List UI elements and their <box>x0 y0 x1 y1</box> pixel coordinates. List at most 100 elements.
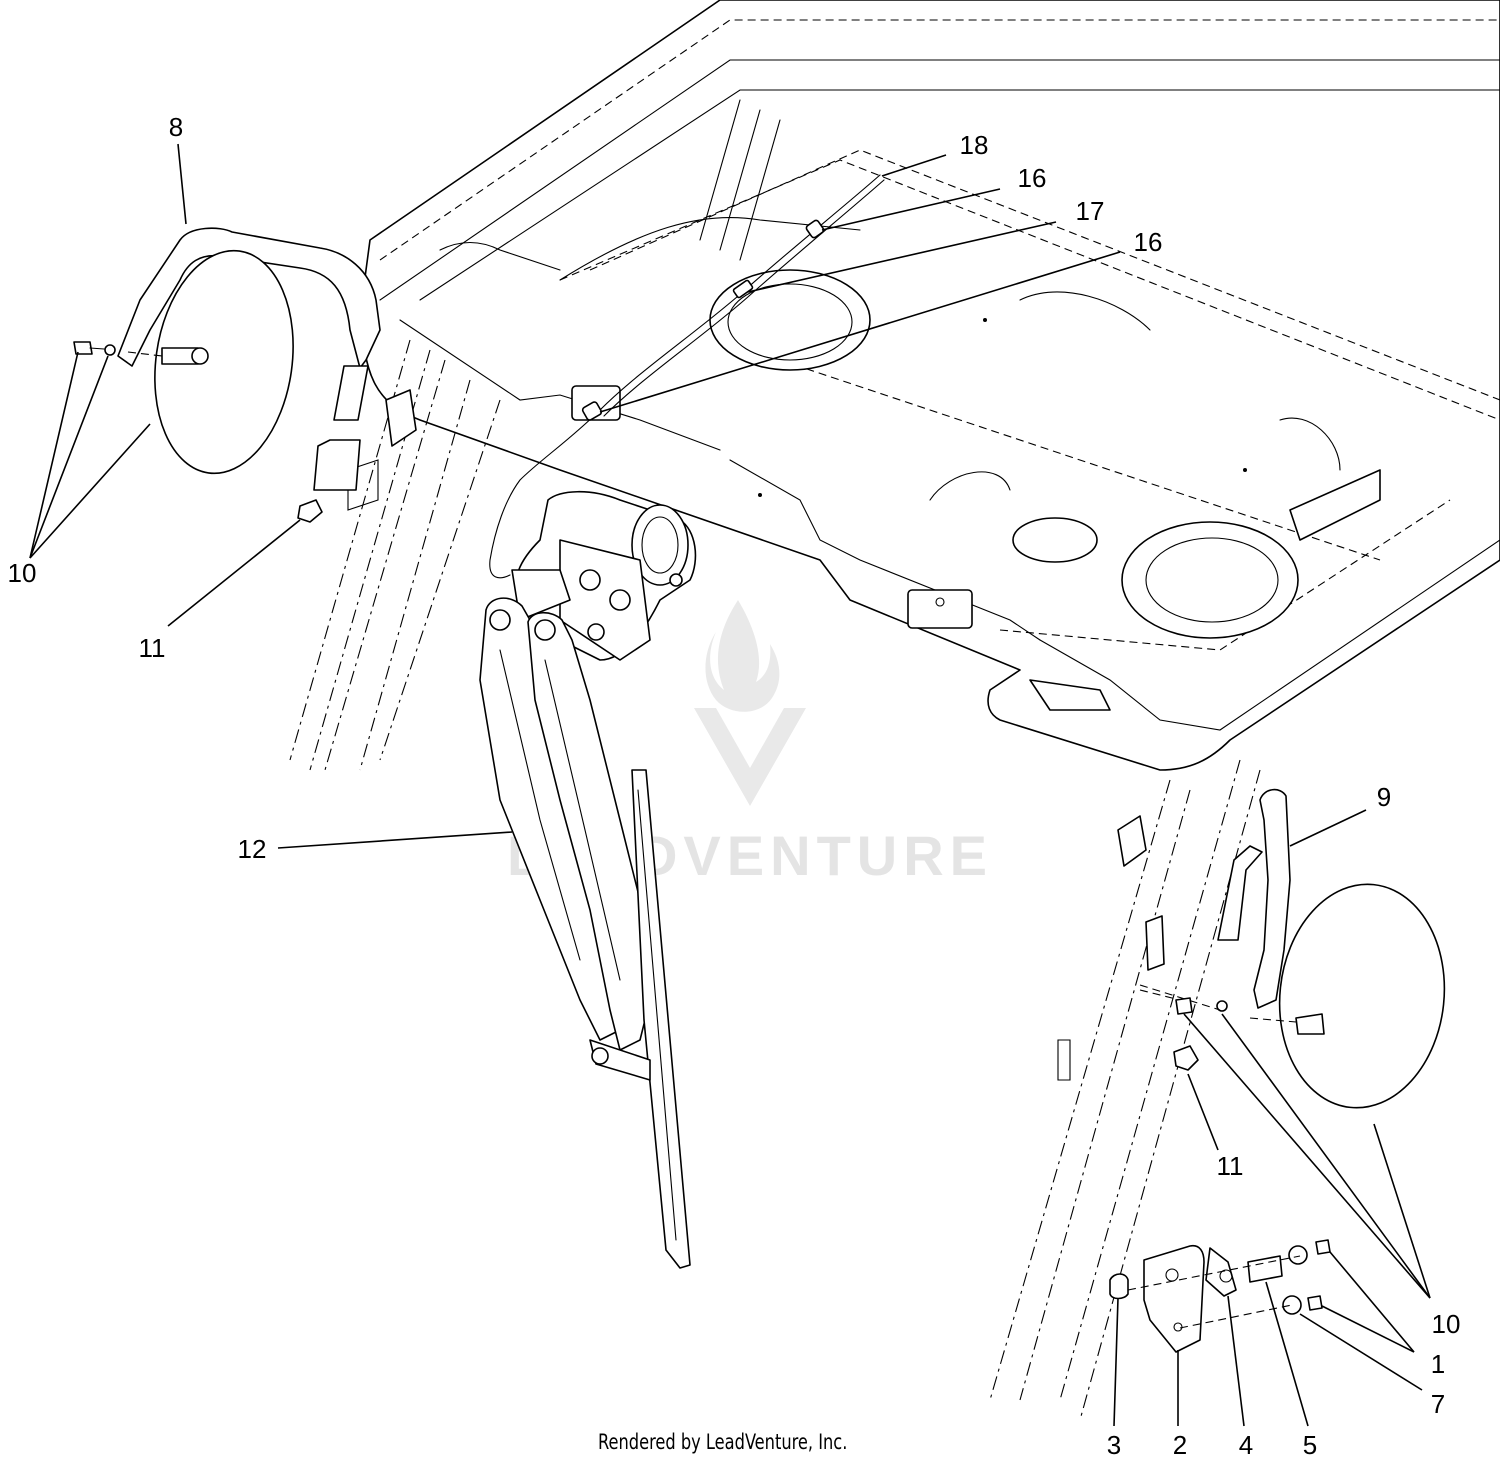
leader-12 <box>277 831 513 849</box>
wiper-motor-end-cap-inner <box>641 516 679 574</box>
right-mirror-screw-head <box>1175 997 1193 1015</box>
leader-8 <box>177 143 187 225</box>
callout-8: 8 <box>169 112 183 142</box>
harness-grommet-upper <box>805 219 825 239</box>
left-mirror-nut <box>297 499 323 523</box>
hardware-axis-upper <box>1127 1255 1301 1291</box>
render-credit: Rendered by LeadVenture, Inc. <box>598 1430 848 1454</box>
callout-10a: 10 <box>8 558 37 588</box>
callout-12: 12 <box>238 834 267 864</box>
motor-shaft-b <box>609 589 631 611</box>
left-mirror-screw-shank <box>89 347 105 350</box>
right-mirror-bracket-arm <box>1253 788 1291 1009</box>
wiper-arm-assembly <box>479 597 691 1269</box>
roof-front-rail <box>399 319 721 451</box>
motor-shaft-nut <box>587 623 605 641</box>
roof-hole-b <box>1243 468 1247 472</box>
wiper-blade-edge <box>637 789 677 1241</box>
rear-bracket <box>1289 469 1381 541</box>
left-mirror-bracket-arm <box>117 227 381 369</box>
right-pillar-slot <box>1057 1039 1071 1081</box>
leader-3 <box>1113 1297 1119 1427</box>
callout-5: 5 <box>1303 1430 1317 1460</box>
left-mirror-stem <box>333 365 369 421</box>
v-logo-icon <box>694 708 806 806</box>
leader-lines <box>29 143 1431 1427</box>
bracket-hole-lower <box>1173 1322 1183 1332</box>
right-mirror-centerline <box>1249 1017 1297 1023</box>
left-mirror-assembly <box>73 227 381 523</box>
speaker-right-inner <box>1145 537 1279 623</box>
leader-4 <box>1227 1295 1245 1427</box>
leader-10b-screw <box>1183 1013 1431 1299</box>
leader-11a <box>167 519 301 627</box>
left-pillar-line-e <box>379 399 501 761</box>
leader-5 <box>1265 1281 1309 1427</box>
speaker-left-outer <box>709 269 871 371</box>
roof-opening-arc <box>929 471 1011 501</box>
roof-hole-a <box>983 318 987 322</box>
left-mirror-centerline <box>127 351 163 357</box>
roof-top-edge <box>379 59 1500 301</box>
right-pillar-line-a <box>989 779 1171 1401</box>
leader-10a-washer <box>29 355 109 559</box>
right-mirror-stem <box>1217 845 1263 941</box>
left-pillar-line-c <box>324 359 446 771</box>
leader-10a-screw <box>29 351 79 559</box>
callout-labels: 8 18 16 17 16 10 11 12 9 11 10 1 7 3 2 4… <box>8 112 1461 1460</box>
right-mirror-washer <box>1216 1000 1228 1012</box>
flame-logo-icon <box>705 600 780 712</box>
roof-hidden-edge <box>379 19 1500 261</box>
callout-11b: 11 <box>1217 1151 1244 1181</box>
left-pillar <box>289 339 501 771</box>
wiper-harness <box>489 174 885 579</box>
roof-front-rail-right <box>1039 539 1500 731</box>
leader-16b <box>599 251 1121 413</box>
right-mirror-assembly <box>1139 788 1446 1109</box>
leader-10b-washer <box>1221 1013 1431 1299</box>
roof-hole-c <box>758 493 762 497</box>
wiper-motor-end-cap <box>631 504 689 586</box>
right-mirror-glass <box>1278 883 1446 1109</box>
bushing <box>1247 1255 1283 1283</box>
roof-top-edge-inner <box>419 89 1500 301</box>
right-mirror-nut <box>1173 1045 1199 1071</box>
right-pillar-dash <box>1139 989 1181 1001</box>
right-mirror-pivot-bolt <box>1295 1013 1325 1035</box>
callout-10b: 10 <box>1432 1309 1461 1339</box>
callout-4: 4 <box>1239 1430 1253 1460</box>
callout-17: 17 <box>1076 196 1105 226</box>
wiper-arm-spring-a <box>499 649 581 961</box>
leader-1-lower <box>1321 1305 1415 1353</box>
callout-9: 9 <box>1377 782 1391 812</box>
spacer-plate-hole <box>1219 1269 1233 1283</box>
leader-16a <box>821 188 1001 231</box>
callout-16b: 16 <box>1134 227 1163 257</box>
bracket-hardware <box>1109 1239 1331 1353</box>
motor-stud <box>669 573 683 587</box>
left-mirror-sleeve <box>313 439 361 491</box>
roof-inner-dashed-d <box>999 499 1451 651</box>
callout-2: 2 <box>1173 1430 1187 1460</box>
left-mirror-washer <box>104 344 116 356</box>
roof-rib-b <box>719 109 761 251</box>
roof-front-lip <box>439 242 561 271</box>
wiper-blade-pin <box>591 1047 609 1065</box>
left-pillar-tab <box>385 389 417 447</box>
leader-9 <box>1289 809 1367 847</box>
roof-front-rail-mid <box>729 459 1041 641</box>
leader-7 <box>1299 1313 1423 1391</box>
washer-lower <box>1282 1295 1302 1315</box>
roof-contour-a <box>1019 291 1151 331</box>
bolt-lower <box>1307 1295 1323 1311</box>
speaker-right-outer <box>1121 521 1299 639</box>
mounting-bracket <box>1143 1244 1205 1353</box>
leader-17 <box>747 221 1057 293</box>
roof-contour-b <box>1279 417 1341 471</box>
dome-light-opening <box>1012 517 1098 563</box>
callout-11a: 11 <box>139 633 166 663</box>
wiper-motor <box>511 490 697 661</box>
roof-inner-dashed-a <box>559 159 1500 421</box>
wiper-arm-spring-b <box>544 659 621 981</box>
